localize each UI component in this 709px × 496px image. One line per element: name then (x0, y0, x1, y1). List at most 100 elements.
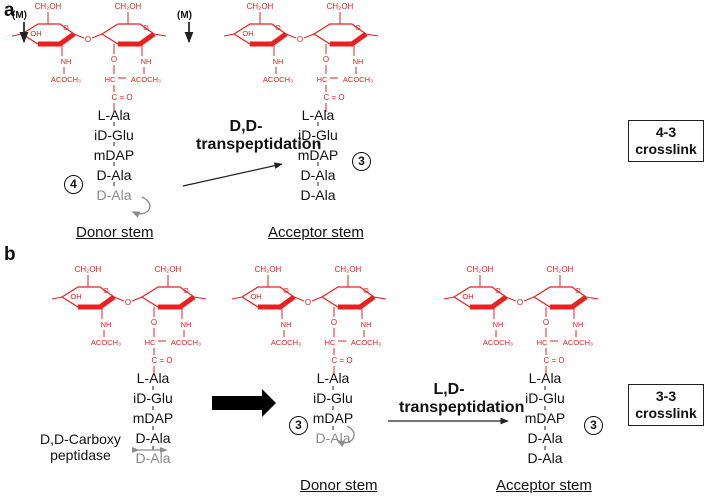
position-3-marker-donor: 3 (289, 416, 308, 435)
panel-label-b: b (4, 244, 16, 265)
peptide-dala-2: D-Ala (300, 187, 336, 203)
sugar-ring-front-edge (78, 294, 116, 310)
nh-label: NH (353, 57, 364, 66)
acetyl-label: ACOCH₃ (51, 75, 81, 84)
glycosidic-bond (113, 296, 125, 302)
glycosidic-bond (303, 33, 315, 39)
nh-label: NH (181, 320, 192, 329)
chain-bond-left (231, 296, 243, 300)
peptide-idglu: iD-Glu (298, 127, 338, 143)
ch2oh-label: CH₂OH (35, 2, 62, 11)
acceptor-stem-label-a: Acceptor stem (268, 224, 364, 241)
hc-label: HC (105, 75, 116, 84)
nh-label: NH (61, 57, 72, 66)
donor-peptide-a: L-Ala iD-Glu mDAP D-Ala D-Ala (84, 107, 144, 203)
m-marker-left: (M) (12, 10, 27, 21)
stem-peptide-b1: L-Ala iD-Glu mDAP D-Ala D-Ala (123, 370, 183, 466)
sugar-ring-front-edge (118, 31, 156, 47)
ch2oh-label: CH₂OH (255, 265, 282, 274)
peptide-mdap: mDAP (93, 147, 135, 163)
glycosidic-bond (91, 33, 103, 39)
sugar-ring-front-edge (258, 294, 296, 310)
glycosidic-bond (293, 296, 305, 302)
sugar-ring-front-edge (470, 294, 508, 310)
crosslink-33-box: 3-3 crosslink (628, 384, 704, 426)
ld-transpeptidation-label: L,D- transpeptidation (399, 381, 525, 416)
nh-label: NH (361, 320, 372, 329)
ring-oxygen-label: O (183, 288, 189, 295)
ring-oxygen-label: O (363, 288, 369, 295)
oh-label: OH (250, 292, 261, 301)
position-4-marker: 4 (64, 175, 83, 194)
acetyl-label: ACOCH₃ (91, 338, 121, 347)
hc-label: HC (537, 338, 548, 347)
peptide-lala: L-Ala (301, 107, 335, 123)
ring-oxygen-label: O (355, 25, 361, 32)
glycosidic-bond (73, 33, 85, 39)
peptide-mdap: mDAP (297, 147, 339, 163)
carbonyl-label: C = O (543, 356, 564, 365)
dd-transpeptidation-arrow (182, 162, 283, 187)
lactyl-oxygen-label: O (323, 55, 329, 64)
chain-bond-right (193, 296, 207, 300)
ring-oxygen-label: O (63, 25, 69, 32)
acetyl-label: ACOCH₃ (131, 75, 161, 84)
glycosidic-oxygen-label: O (517, 298, 523, 307)
carboxypeptidase-block-arrow (212, 389, 276, 417)
peptide-dala-cleaved: D-Ala (315, 430, 351, 446)
acceptor-stem-label-b: Acceptor stem (496, 477, 592, 494)
acetyl-label: ACOCH₃ (271, 338, 301, 347)
acetyl-label: ACOCH₃ (343, 75, 373, 84)
ring-oxygen-label: O (143, 25, 149, 32)
sugar-ring-front-edge (550, 294, 588, 310)
acceptor-peptide-a: L-Ala iD-Glu mDAP D-Ala D-Ala (288, 107, 348, 203)
glycosidic-bond (285, 33, 297, 39)
ch2oh-label: CH₂OH (335, 265, 362, 274)
peptide-dala: D-Ala (527, 430, 563, 446)
hc-label: HC (325, 338, 336, 347)
sugar-ring-front-edge (338, 294, 376, 310)
peptide-idglu: iD-Glu (313, 390, 353, 406)
position-3-marker: 3 (352, 152, 371, 171)
peptide-dala-2: D-Ala (527, 450, 563, 466)
ch2oh-label: CH₂OH (467, 265, 494, 274)
ring-oxygen-label: O (495, 288, 501, 295)
lactyl-oxygen-label: O (331, 318, 337, 327)
chain-bond-right (585, 296, 599, 300)
carbonyl-label: C = O (151, 356, 172, 365)
cleavage-curve-arrow-a (131, 196, 151, 218)
nh-label: NH (573, 320, 584, 329)
donor-stem-label-b: Donor stem (300, 477, 378, 494)
ch2oh-label: CH₂OH (155, 265, 182, 274)
chain-bond-right (153, 33, 167, 37)
oh-label: OH (30, 29, 41, 38)
peptide-idglu: iD-Glu (525, 390, 565, 406)
panel-label-a: a (4, 0, 15, 21)
acetyl-label: ACOCH₃ (563, 338, 593, 347)
peptide-dala: D-Ala (300, 167, 336, 183)
glycosidic-bond (131, 296, 143, 302)
ch2oh-label: CH₂OH (75, 265, 102, 274)
oh-label: OH (462, 292, 473, 301)
carbonyl-label: C = O (323, 93, 344, 102)
acetyl-label: ACOCH₃ (483, 338, 513, 347)
chain-bond-left (11, 33, 23, 37)
peptide-lala: L-Ala (316, 370, 350, 386)
peptide-lala: L-Ala (136, 370, 170, 386)
glycosidic-oxygen-label: O (297, 35, 303, 44)
donor-stem-label-a: Donor stem (76, 224, 154, 241)
sugar-ring-front-edge (38, 31, 76, 47)
ch2oh-label: CH₂OH (115, 2, 142, 11)
peptide-dala: D-Ala (96, 167, 132, 183)
nh-label: NH (101, 320, 112, 329)
position-3-marker-acceptor: 3 (584, 416, 603, 435)
oh-label: OH (70, 292, 81, 301)
chain-bond-left (223, 33, 235, 37)
chain-bond-right (365, 33, 379, 37)
glycosidic-bond (523, 296, 535, 302)
peptide-dala-cleaved: D-Ala (135, 450, 171, 466)
peptide-dala: D-Ala (135, 430, 171, 446)
